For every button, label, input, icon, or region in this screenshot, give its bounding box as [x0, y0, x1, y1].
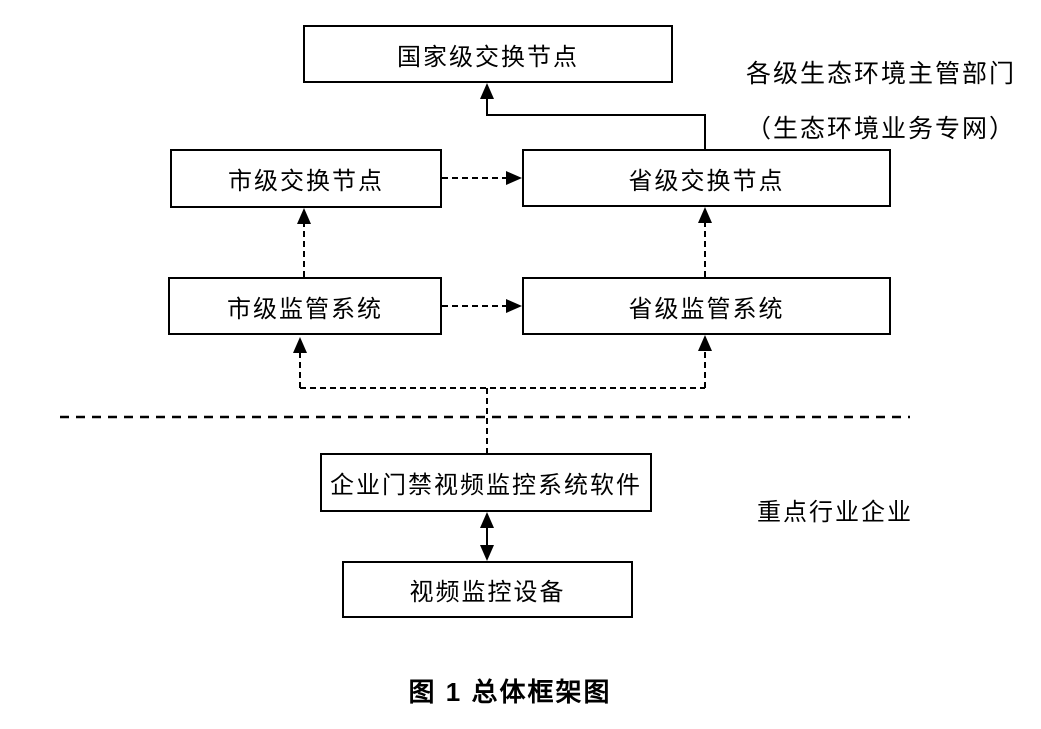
- arrow-city-supervision-to-city-exchange: [297, 208, 311, 277]
- label-key-industry-enterprises: 重点行业企业: [757, 500, 913, 526]
- arrow-city-exchange-to-province-exchange: [442, 171, 522, 185]
- label-gov-departments-line1: 各级生态环境主管部门: [745, 61, 1016, 88]
- connector-enterprise-to-supervision-systems: [293, 335, 712, 453]
- arrow-city-supervision-to-province-supervision: [442, 299, 522, 313]
- figure-caption: 图 1 总体框架图: [408, 677, 612, 707]
- node-province-supervision: 省级监管系统: [522, 277, 891, 335]
- node-city-exchange-label: 市级交换节点: [228, 169, 384, 195]
- node-city-exchange: 市级交换节点: [170, 149, 442, 208]
- label-gov-departments: 各级生态环境主管部门 （生态环境业务专网）: [716, 54, 1041, 145]
- label-gov-departments-line2: （生态环境业务专网）: [745, 116, 1016, 143]
- arrow-software-device-bidirectional: [480, 512, 494, 561]
- node-enterprise-access-software: 企业门禁视频监控系统软件: [320, 453, 652, 512]
- node-province-supervision-label: 省级监管系统: [628, 296, 785, 323]
- arrow-province-to-national: [480, 83, 706, 149]
- node-city-supervision: 市级监管系统: [168, 277, 442, 335]
- node-province-exchange-label: 省级交换节点: [628, 168, 785, 195]
- node-video-device: 视频监控设备: [342, 561, 633, 618]
- node-national-exchange-label: 国家级交换节点: [397, 44, 579, 71]
- node-video-device-label: 视频监控设备: [409, 580, 566, 606]
- node-city-supervision-label: 市级监管系统: [227, 296, 383, 323]
- arrow-province-supervision-to-province-exchange: [698, 207, 712, 277]
- node-national-exchange: 国家级交换节点: [303, 25, 673, 83]
- node-province-exchange: 省级交换节点: [522, 149, 891, 207]
- node-enterprise-access-software-label: 企业门禁视频监控系统软件: [330, 473, 642, 499]
